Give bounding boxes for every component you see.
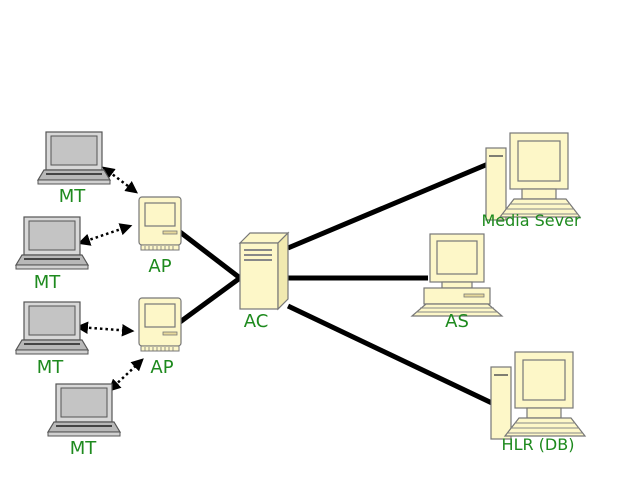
- link-ac-media: [287, 161, 489, 251]
- workstation-icon: [485, 132, 581, 221]
- wireless-mt1-ap1: [102, 166, 138, 194]
- laptop-icon: [15, 301, 89, 355]
- laptop-icon: [15, 216, 89, 270]
- node-label-mt3: MT: [36, 357, 64, 378]
- laptop-icon: [37, 131, 111, 185]
- node-label-mt4: MT: [69, 438, 97, 459]
- access-point-icon: [138, 297, 182, 352]
- node-label-ac: AC: [243, 311, 269, 332]
- node-label-mt1: MT: [58, 186, 86, 207]
- link-ap1-ac: [178, 230, 242, 280]
- node-label-media-server: Media Sever: [481, 211, 581, 230]
- laptop-icon: [47, 383, 121, 437]
- node-label-ap2: AP: [150, 357, 174, 378]
- workstation-icon: [490, 351, 586, 440]
- node-label-mt2: MT: [33, 272, 61, 293]
- node-label-as: AS: [445, 311, 469, 332]
- node-label-ap1: AP: [148, 256, 172, 277]
- link-ac-hlr: [286, 303, 496, 407]
- server-tower-icon: [239, 232, 289, 310]
- desktop-computer-icon: [411, 233, 503, 317]
- wireless-mt2-ap1: [77, 223, 133, 246]
- node-label-hlr: HLR (DB): [501, 435, 575, 454]
- link-ap2-ac: [178, 275, 242, 325]
- access-point-icon: [138, 196, 182, 251]
- wireless-mt4-ap2: [108, 358, 144, 392]
- wireless-mt3-ap2: [75, 321, 135, 337]
